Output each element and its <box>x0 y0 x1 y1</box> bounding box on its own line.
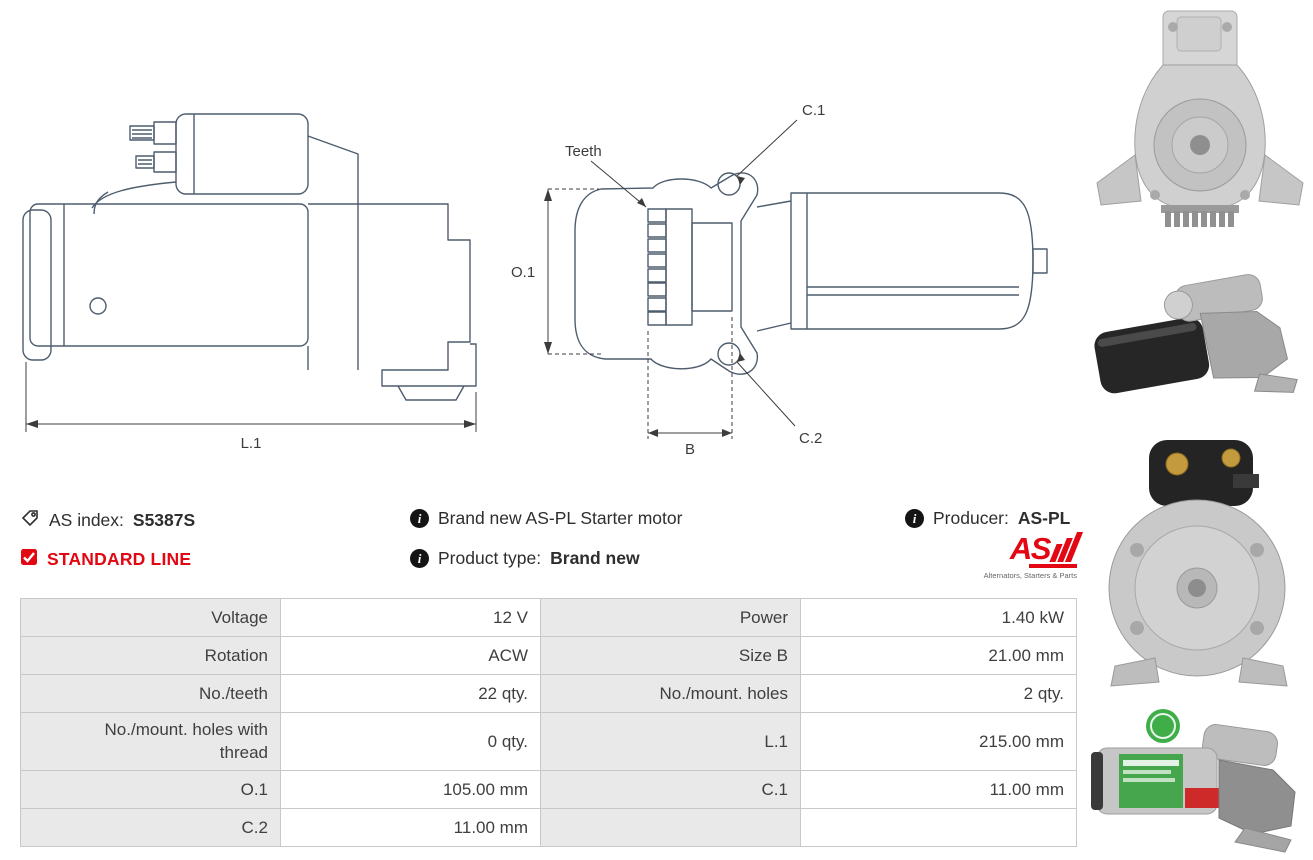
spec-value <box>801 809 1077 847</box>
spec-label: No./teeth <box>21 675 281 713</box>
spec-value: 105.00 mm <box>281 771 541 809</box>
side-view-drawing: L.1 <box>22 113 477 452</box>
spec-value: 11.00 mm <box>801 771 1077 809</box>
photo-starter-labeled <box>1091 709 1296 853</box>
dim-c1-label: C.1 <box>802 102 825 119</box>
product-type-label: Product type: <box>438 548 542 568</box>
spec-value: 1.40 kW <box>801 599 1077 637</box>
producer-value: AS-PL <box>1017 508 1071 528</box>
product-type-row: i Product type: Brand new <box>410 548 640 569</box>
spec-label: Size B <box>541 637 801 675</box>
spec-table: Voltage 12 V Power 1.40 kW Rotation ACW … <box>20 598 1077 847</box>
aspl-logo: AS Alternators, Starters & Parts <box>981 530 1084 580</box>
spec-label: No./mount. holes with thread <box>21 713 281 771</box>
dim-l1-label: L.1 <box>241 435 262 452</box>
spec-value: 215.00 mm <box>801 713 1077 771</box>
standard-line-row: STANDARD LINE <box>20 548 191 571</box>
checkbox-checked-icon <box>20 548 38 571</box>
spec-value: 2 qty. <box>801 675 1077 713</box>
dim-b-label: B <box>685 441 695 458</box>
producer-row: i Producer: AS-PL <box>905 508 1070 529</box>
spec-label: C.2 <box>21 809 281 847</box>
spec-label: Power <box>541 599 801 637</box>
spec-label <box>541 809 801 847</box>
front-view-drawing: O.1 Teeth C.1 C.2 B <box>511 102 1048 458</box>
aspl-logo-text: AS <box>1009 530 1052 566</box>
as-index-label: AS index: <box>49 510 124 530</box>
spec-label: Voltage <box>21 599 281 637</box>
info-icon: i <box>410 549 429 568</box>
spec-label: O.1 <box>21 771 281 809</box>
photo-starter-angled <box>1094 274 1298 394</box>
spec-value: 21.00 mm <box>801 637 1077 675</box>
product-type-value: Brand new <box>550 548 640 568</box>
product-photos <box>1085 0 1313 860</box>
photo-starter-rear <box>1108 440 1288 687</box>
teeth-label: Teeth <box>565 143 602 160</box>
spec-value: ACW <box>281 637 541 675</box>
spec-label: No./mount. holes <box>541 675 801 713</box>
spec-label: Rotation <box>21 637 281 675</box>
brand-new-text: Brand new AS-PL Starter motor <box>438 508 683 528</box>
info-icon: i <box>410 509 429 528</box>
brand-new-row: i Brand new AS-PL Starter motor <box>410 508 682 529</box>
as-index-row: AS index: S5387S <box>20 508 195 533</box>
logo-underline <box>1029 564 1077 568</box>
spec-value: 0 qty. <box>281 713 541 771</box>
standard-line-label: STANDARD LINE <box>47 549 192 569</box>
spec-value: 12 V <box>281 599 541 637</box>
spec-value: 11.00 mm <box>281 809 541 847</box>
photo-drive-end-front <box>1096 10 1304 227</box>
tag-icon <box>20 508 40 533</box>
info-icon: i <box>905 509 924 528</box>
spec-label: L.1 <box>541 713 801 771</box>
as-index-value: S5387S <box>132 510 196 530</box>
spec-value: 22 qty. <box>281 675 541 713</box>
aspl-logo-mark: AS <box>981 530 1084 566</box>
dim-o1-label: O.1 <box>511 264 535 281</box>
producer-label: Producer: <box>933 508 1009 528</box>
dim-c2-label: C.2 <box>799 430 822 447</box>
aspl-logo-caption: Alternators, Starters & Parts <box>983 571 1077 580</box>
spec-label: C.1 <box>541 771 801 809</box>
